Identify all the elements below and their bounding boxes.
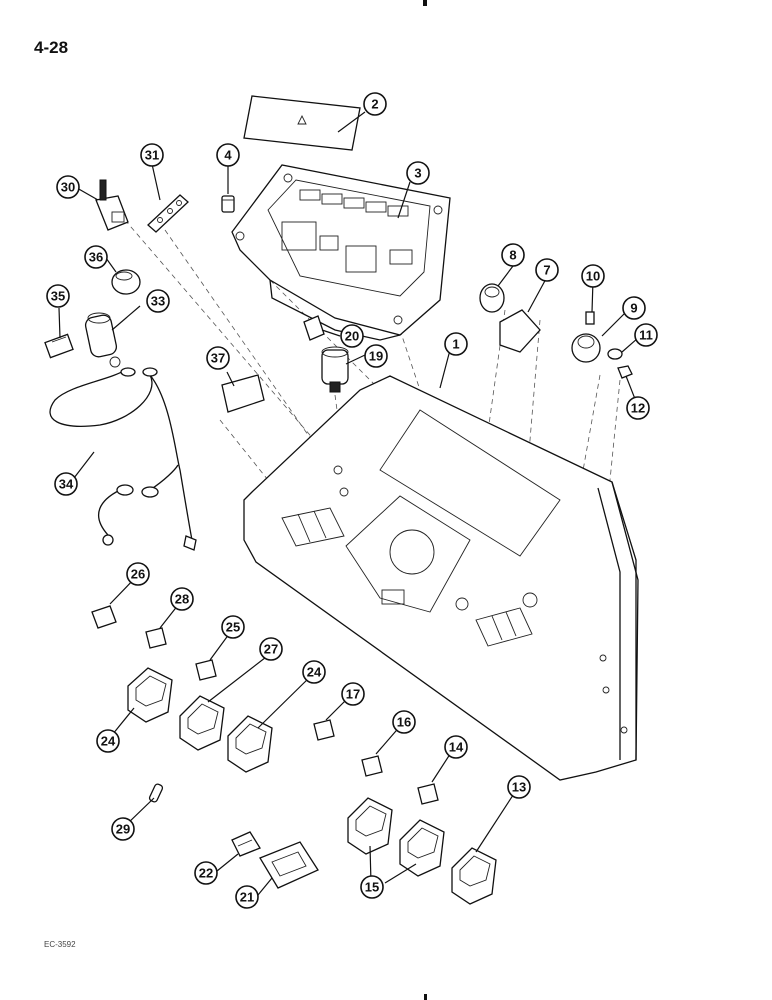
callout-3: 3 bbox=[406, 161, 430, 185]
rocker-switch-parts bbox=[127, 667, 497, 905]
pin-part bbox=[148, 783, 164, 803]
washer-part-11 bbox=[607, 348, 623, 360]
screw-part-10 bbox=[585, 311, 595, 325]
ignition-switch-part bbox=[321, 346, 349, 393]
callout-28: 28 bbox=[170, 587, 194, 611]
callout-26: 26 bbox=[126, 562, 150, 586]
arrow-decal-part bbox=[231, 831, 261, 857]
callout-24a-label: 24 bbox=[101, 734, 116, 749]
callout-30: 30 bbox=[56, 175, 80, 199]
wiring-harness-part bbox=[49, 367, 197, 551]
callout-20-label: 20 bbox=[345, 329, 359, 344]
callout-24b: 24 bbox=[302, 660, 326, 684]
callout-37: 37 bbox=[206, 346, 230, 370]
callout-33-label: 33 bbox=[151, 294, 165, 309]
callout-13-label: 13 bbox=[512, 780, 526, 795]
callout-29: 29 bbox=[111, 817, 135, 841]
fuse-part bbox=[44, 333, 74, 359]
figure-reference-code: EC-3592 bbox=[44, 940, 76, 949]
callout-4-label: 4 bbox=[224, 148, 232, 163]
callout-8-label: 8 bbox=[509, 248, 516, 263]
callout-7-label: 7 bbox=[543, 263, 550, 278]
callout-34: 34 bbox=[54, 472, 78, 496]
callout-16-label: 16 bbox=[397, 715, 411, 730]
callout-3-label: 3 bbox=[414, 166, 421, 181]
callout-19-label: 19 bbox=[369, 349, 383, 364]
callout-8: 8 bbox=[501, 243, 525, 267]
callout-13: 13 bbox=[507, 775, 531, 799]
callout-9-label: 9 bbox=[630, 301, 637, 316]
callout-17-label: 17 bbox=[346, 687, 360, 702]
callout-28-label: 28 bbox=[175, 592, 189, 607]
callout-14: 14 bbox=[444, 735, 468, 759]
callout-10: 10 bbox=[581, 264, 605, 288]
callout-27: 27 bbox=[259, 637, 283, 661]
callout-19: 19 bbox=[364, 344, 388, 368]
callout-20: 20 bbox=[340, 324, 364, 348]
callout-21: 21 bbox=[235, 885, 259, 909]
callout-1: 1 bbox=[444, 332, 468, 356]
nut-part-12 bbox=[617, 365, 633, 379]
callout-12: 12 bbox=[626, 396, 650, 420]
callout-16: 16 bbox=[392, 710, 416, 734]
cap-part bbox=[111, 269, 141, 295]
bottom-registration-mark bbox=[424, 994, 427, 1000]
gasket-part-7 bbox=[499, 309, 541, 353]
label-part-37 bbox=[221, 374, 265, 413]
callout-27-label: 27 bbox=[264, 642, 278, 657]
callout-25-label: 25 bbox=[226, 620, 240, 635]
callout-24b-label: 24 bbox=[307, 665, 322, 680]
callout-7: 7 bbox=[535, 258, 559, 282]
callout-36-label: 36 bbox=[89, 250, 103, 265]
callout-29-label: 29 bbox=[116, 822, 130, 837]
callout-9: 9 bbox=[622, 296, 646, 320]
callout-14-label: 14 bbox=[449, 740, 464, 755]
callout-11-label: 11 bbox=[639, 328, 653, 343]
callout-22: 22 bbox=[194, 861, 218, 885]
callout-31-label: 31 bbox=[145, 148, 159, 163]
callout-37-label: 37 bbox=[211, 351, 225, 366]
callout-2: 2 bbox=[363, 92, 387, 116]
switch-plate-part bbox=[147, 194, 189, 233]
callout-35-label: 35 bbox=[51, 289, 65, 304]
page-number: 4-28 bbox=[34, 38, 69, 57]
screw-part-4 bbox=[221, 195, 235, 213]
switch-part-20 bbox=[303, 315, 325, 341]
callout-22-label: 22 bbox=[199, 866, 213, 881]
callout-1-label: 1 bbox=[452, 337, 459, 352]
callout-24a: 24 bbox=[96, 729, 120, 753]
warning-lamp-part bbox=[479, 283, 505, 313]
callout-4: 4 bbox=[216, 143, 240, 167]
callout-36: 36 bbox=[84, 245, 108, 269]
callout-15-label: 15 bbox=[365, 880, 379, 895]
callout-12-label: 12 bbox=[631, 401, 645, 416]
callout-17: 17 bbox=[341, 682, 365, 706]
dash-panel-part bbox=[243, 375, 639, 781]
decal-part bbox=[243, 95, 361, 151]
small-decal-parts bbox=[91, 605, 439, 805]
lighter-socket-part bbox=[84, 312, 121, 368]
instrument-cluster-part bbox=[231, 164, 451, 341]
callout-34-label: 34 bbox=[59, 477, 74, 492]
callout-35: 35 bbox=[46, 284, 70, 308]
callout-11: 11 bbox=[634, 323, 658, 347]
callout-21-label: 21 bbox=[240, 890, 254, 905]
indicator-part-9 bbox=[571, 333, 601, 363]
callout-10-label: 10 bbox=[586, 269, 600, 284]
callout-15: 15 bbox=[360, 875, 384, 899]
callout-30-label: 30 bbox=[61, 180, 75, 195]
callout-31: 31 bbox=[140, 143, 164, 167]
callout-26-label: 26 bbox=[131, 567, 145, 582]
callout-33: 33 bbox=[146, 289, 170, 313]
callout-2-label: 2 bbox=[371, 97, 378, 112]
callout-25: 25 bbox=[221, 615, 245, 639]
top-registration-mark bbox=[423, 0, 427, 6]
toggle-switch-part bbox=[95, 179, 129, 231]
